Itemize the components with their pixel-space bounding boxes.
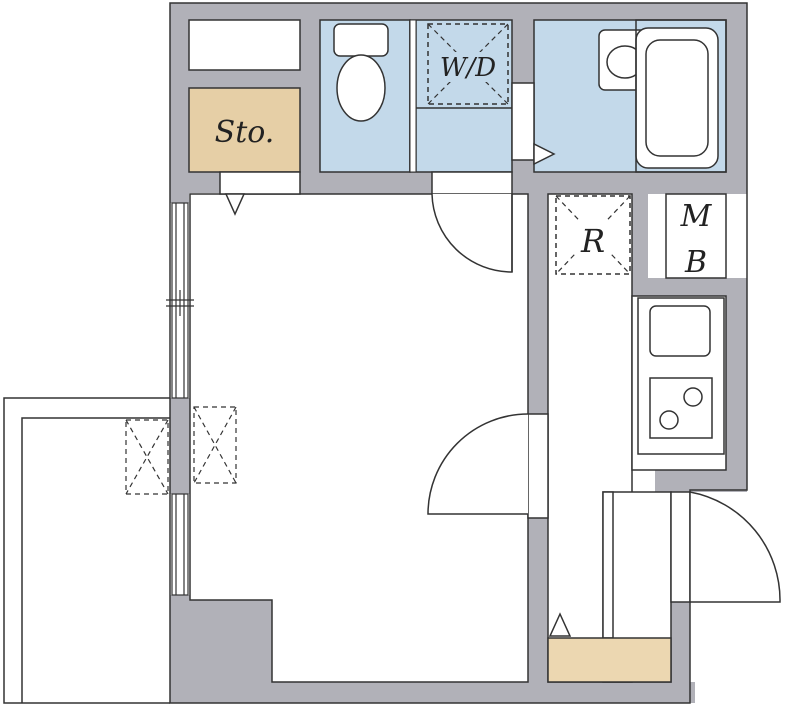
toilet-icon (333, 23, 389, 122)
main-room (189, 193, 529, 683)
sink-icon (649, 305, 711, 357)
walls (170, 3, 747, 703)
door-marker (548, 612, 572, 637)
bathtub-icon (598, 27, 719, 169)
ac-units (125, 406, 237, 495)
washer-dryer-label: W/D (440, 53, 496, 83)
door-marker (533, 142, 556, 166)
meter-box-label-line2: B (684, 245, 707, 280)
stove-icon (649, 377, 713, 439)
door-marker (224, 193, 246, 216)
refrigerator-label: R (580, 222, 605, 260)
outer-outline (169, 2, 748, 704)
storage-label: Sto. (215, 115, 275, 150)
storage-closet (188, 87, 301, 173)
meter-box (665, 193, 727, 279)
kitchen-counter (637, 297, 725, 455)
doors (427, 171, 781, 603)
balcony (3, 397, 170, 704)
washer-dryer-space: W/D (427, 23, 509, 105)
meter-box-label-line1: M (680, 199, 713, 234)
top-left-shelf (188, 19, 301, 71)
shoe-box (547, 637, 672, 683)
refrigerator-space: R (555, 195, 631, 275)
washroom (409, 19, 513, 173)
